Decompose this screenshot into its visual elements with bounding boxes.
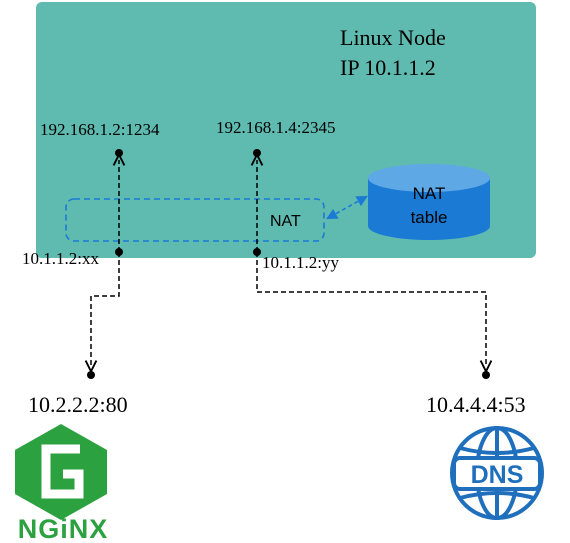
nginx-hexagon-icon: [15, 424, 107, 520]
dns-endpoint-dot: [482, 371, 490, 379]
nat-table-database-icon: NAT table: [368, 164, 490, 240]
dns-globe-icon: DNS: [450, 426, 544, 520]
nginx-endpoint-dot: [87, 371, 95, 379]
left-connection-path: [87, 149, 123, 379]
nat-box-label: NAT: [270, 213, 301, 230]
outer-right-endpoint: 10.1.1.2:yy: [262, 253, 339, 272]
nginx-address: 10.2.2.2:80: [28, 392, 128, 417]
inner-left-dot: [115, 149, 123, 157]
nat-table-label-line2: table: [411, 208, 448, 227]
dns-logo-text: DNS: [471, 461, 524, 489]
node-title: Linux Node: [340, 25, 446, 50]
right-connection-path: [253, 149, 490, 379]
inner-left-endpoint: 192.168.1.2:1234: [40, 120, 160, 139]
nat-box: [65, 198, 325, 242]
inner-right-dot: [253, 149, 261, 157]
nginx-logo-text: NGiNX: [18, 514, 109, 543]
nginx-logo: NGiNX: [15, 424, 109, 543]
node-ip: IP 10.1.1.2: [340, 55, 436, 80]
nat-table-label-line1: NAT: [413, 184, 446, 203]
dns-address: 10.4.4.4:53: [426, 392, 526, 417]
inner-right-endpoint: 192.168.1.4:2345: [216, 118, 335, 137]
outer-left-endpoint: 10.1.1.2:xx: [22, 249, 99, 268]
